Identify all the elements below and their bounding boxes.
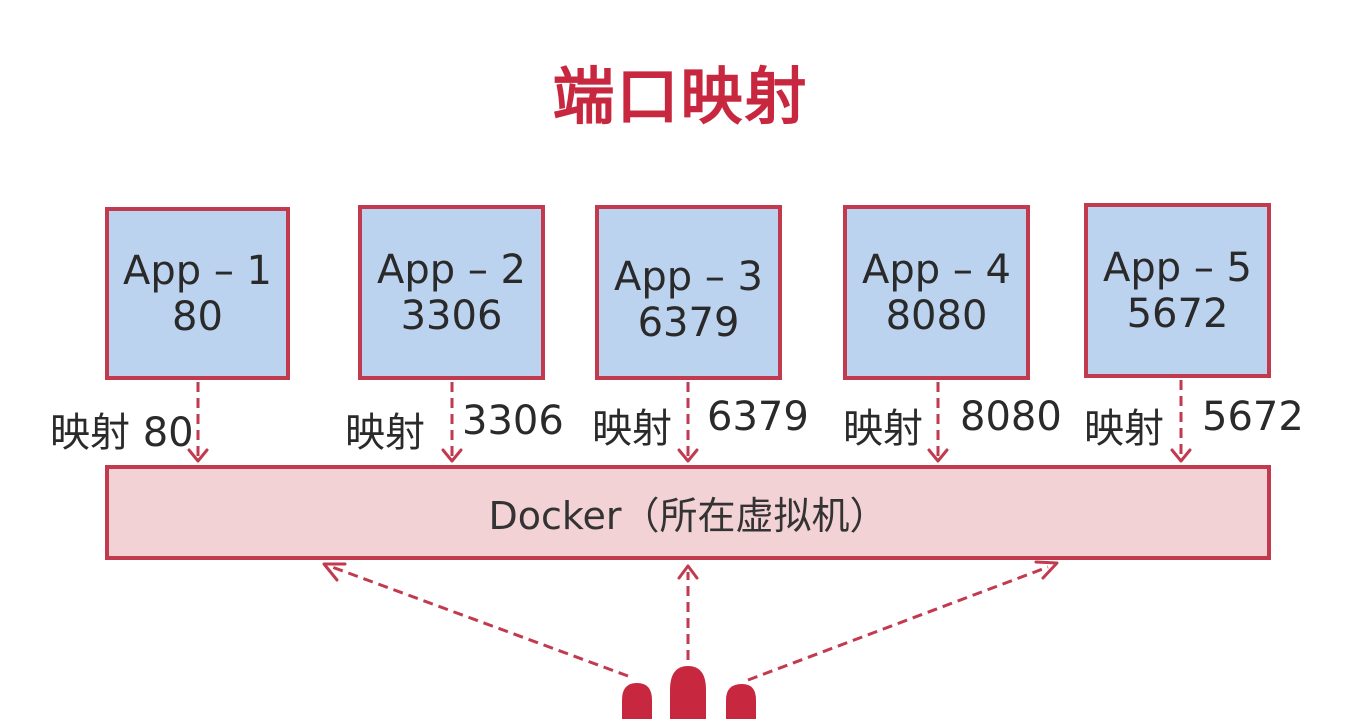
arrowhead-2	[441, 448, 463, 463]
mapping-label-2: 映射	[345, 410, 425, 456]
arrowhead-3	[677, 448, 699, 463]
docker-host-box: Docker（所在虚拟机）	[105, 465, 1271, 560]
app-name: App – 2	[376, 246, 527, 293]
mapping-port-2: 3306	[462, 398, 564, 444]
app-box-4: App – 4 8080	[843, 205, 1030, 380]
app-name: App – 1	[122, 247, 273, 294]
mapping-port-3: 6379	[707, 394, 809, 440]
access-arrow-left	[331, 565, 629, 678]
user-icon	[670, 666, 706, 719]
app-port: 6379	[637, 299, 740, 346]
diagram-title: 端口映射	[552, 60, 809, 133]
app-box-2: App – 2 3306	[358, 205, 545, 380]
mapping-port-4: 8080	[960, 394, 1062, 440]
app-port: 5672	[1126, 290, 1229, 337]
arrowhead-right	[1034, 560, 1059, 580]
app-name: App – 3	[613, 253, 764, 300]
app-box-1: App – 1 80	[105, 207, 290, 380]
mapping-label-1: 映射 80	[50, 410, 194, 456]
mapping-label-5: 映射	[1084, 406, 1164, 452]
app-name: App – 5	[1102, 244, 1253, 291]
app-box-3: App – 3 6379	[595, 205, 782, 380]
app-name: App – 4	[861, 246, 1012, 293]
app-box-5: App – 5 5672	[1084, 203, 1271, 378]
user-icon	[726, 684, 756, 719]
mapping-label-4: 映射	[843, 406, 923, 452]
arrowhead-center	[677, 564, 699, 580]
access-arrow-right	[747, 565, 1049, 682]
arrowhead-left	[322, 562, 347, 582]
app-port: 8080	[885, 292, 988, 339]
arrowhead-1	[187, 448, 209, 463]
arrowhead-5	[1170, 448, 1192, 463]
arrowhead-4	[927, 448, 949, 463]
mapping-label-3: 映射	[592, 406, 672, 452]
mapping-port-5: 5672	[1202, 394, 1304, 440]
app-port: 80	[172, 293, 223, 340]
user-icon	[622, 683, 652, 719]
app-port: 3306	[400, 292, 503, 339]
